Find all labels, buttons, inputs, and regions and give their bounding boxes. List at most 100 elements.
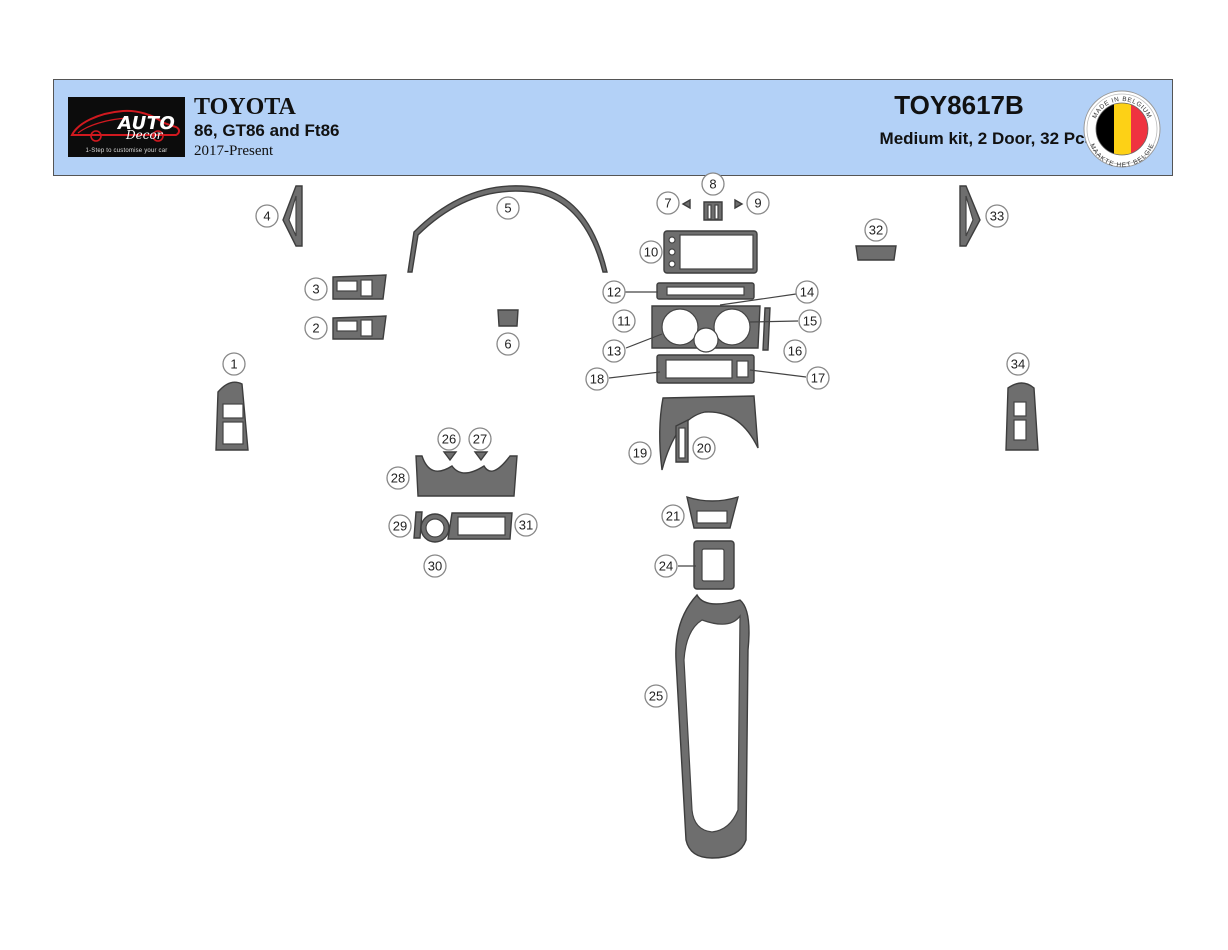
car-model: 86, GT86 and Ft86 xyxy=(194,121,340,140)
kit-description: Medium kit, 2 Door, 32 Pcs xyxy=(879,129,1094,148)
label-13: 13 xyxy=(602,339,626,363)
svg-text:19: 19 xyxy=(633,446,647,461)
part-25-cutout xyxy=(683,614,741,833)
svg-text:18: 18 xyxy=(590,372,604,387)
label-10: 10 xyxy=(639,240,663,264)
part-4-cutout xyxy=(288,195,297,237)
label-1: 1 xyxy=(222,352,246,376)
label-7: 7 xyxy=(656,191,680,215)
part-1-cutout xyxy=(222,403,244,419)
svg-text:11: 11 xyxy=(617,314,631,329)
svg-text:33: 33 xyxy=(990,209,1004,224)
part-13-climate-dial xyxy=(661,308,699,346)
part-9-arrow-trim xyxy=(734,198,744,210)
part-19-console-arc xyxy=(659,395,759,471)
label-14: 14 xyxy=(795,280,819,304)
label-2: 2 xyxy=(304,316,328,340)
svg-text:12: 12 xyxy=(607,285,621,300)
svg-text:17: 17 xyxy=(811,371,825,386)
part-29-side-trim xyxy=(413,511,423,539)
label-30: 30 xyxy=(423,554,447,578)
part-7-arrow-trim xyxy=(681,198,691,210)
part-12-cutout xyxy=(666,286,745,296)
part-10-button xyxy=(668,248,676,256)
svg-text:20: 20 xyxy=(697,441,711,456)
svg-text:4: 4 xyxy=(263,209,270,224)
svg-text:10: 10 xyxy=(644,245,658,260)
svg-text:16: 16 xyxy=(788,344,802,359)
svg-text:5: 5 xyxy=(504,201,511,216)
svg-text:8: 8 xyxy=(709,177,716,192)
part-17-switch-cutout xyxy=(736,360,749,378)
leader-line xyxy=(608,371,661,379)
label-4: 4 xyxy=(255,204,279,228)
label-3: 3 xyxy=(304,277,328,301)
part-27-arrow-trim xyxy=(473,451,489,462)
svg-text:26: 26 xyxy=(442,432,456,447)
part-8-cutout xyxy=(707,204,712,220)
made-in-belgium-badge-icon: MADE IN BELGIUM MAAKTE HET BELGIE xyxy=(1083,90,1161,169)
part-10-button xyxy=(668,260,676,268)
label-24: 24 xyxy=(654,554,678,578)
header-banner: AUTO Decor 1-Step to customise your car … xyxy=(53,79,1173,176)
label-8: 8 xyxy=(701,172,725,196)
part-18-cutout xyxy=(665,359,733,379)
svg-text:27: 27 xyxy=(473,432,487,447)
svg-text:13: 13 xyxy=(607,344,621,359)
part-34-cutout xyxy=(1013,401,1027,417)
svg-text:32: 32 xyxy=(869,223,883,238)
leader-line xyxy=(719,293,797,306)
svg-text:28: 28 xyxy=(391,471,405,486)
part-10-screen-cutout xyxy=(679,234,754,270)
car-silhouette-icon xyxy=(70,109,180,142)
label-20: 20 xyxy=(692,436,716,460)
label-31: 31 xyxy=(514,513,538,537)
svg-text:1: 1 xyxy=(230,357,237,372)
part-2-cutout xyxy=(360,319,373,337)
label-17: 17 xyxy=(806,366,830,390)
label-34: 34 xyxy=(1006,352,1030,376)
label-32: 32 xyxy=(864,218,888,242)
part-8-cutout xyxy=(714,204,719,220)
label-29: 29 xyxy=(388,514,412,538)
label-11: 11 xyxy=(612,309,636,333)
autodecor-logo: AUTO Decor 1-Step to customise your car xyxy=(68,97,185,157)
part-6-small-trim xyxy=(497,309,519,327)
svg-text:6: 6 xyxy=(504,337,511,352)
svg-text:2: 2 xyxy=(312,321,319,336)
svg-text:34: 34 xyxy=(1011,357,1025,372)
label-18: 18 xyxy=(585,367,609,391)
leader-line xyxy=(749,320,799,323)
svg-text:7: 7 xyxy=(664,196,671,211)
part-26-arrow-trim xyxy=(442,451,458,462)
part-10-button xyxy=(668,236,676,244)
part-14-center-dial xyxy=(693,327,719,353)
part-20-cutout xyxy=(678,427,686,459)
leader-line xyxy=(625,333,663,349)
part-3-cutout xyxy=(360,279,373,297)
svg-text:29: 29 xyxy=(393,519,407,534)
part-28-heater-panel xyxy=(415,455,518,497)
model-years: 2017-Present xyxy=(194,143,274,159)
svg-text:15: 15 xyxy=(803,314,817,329)
part-16-side-trim xyxy=(762,307,771,351)
part-34-cutout xyxy=(1013,419,1027,441)
part-32-small-trim xyxy=(855,245,897,261)
logo-brand-script: Decor xyxy=(126,128,163,142)
part-5-cluster-arc xyxy=(407,185,608,273)
label-21: 21 xyxy=(661,504,685,528)
label-26: 26 xyxy=(437,427,461,451)
logo-brand-text: AUTO xyxy=(118,113,176,134)
part-24-cutout xyxy=(701,548,725,582)
label-9: 9 xyxy=(746,191,770,215)
part-21-cutout xyxy=(696,510,728,524)
svg-text:14: 14 xyxy=(800,285,814,300)
part-8-button-trim xyxy=(703,201,723,221)
part-31-cutout xyxy=(457,516,506,536)
label-33: 33 xyxy=(985,204,1009,228)
part-3-cutout xyxy=(336,280,358,292)
svg-text:3: 3 xyxy=(312,282,319,297)
part-33-cutout xyxy=(965,195,974,237)
car-make: TOYOTA xyxy=(194,94,296,120)
label-6: 6 xyxy=(496,332,520,356)
